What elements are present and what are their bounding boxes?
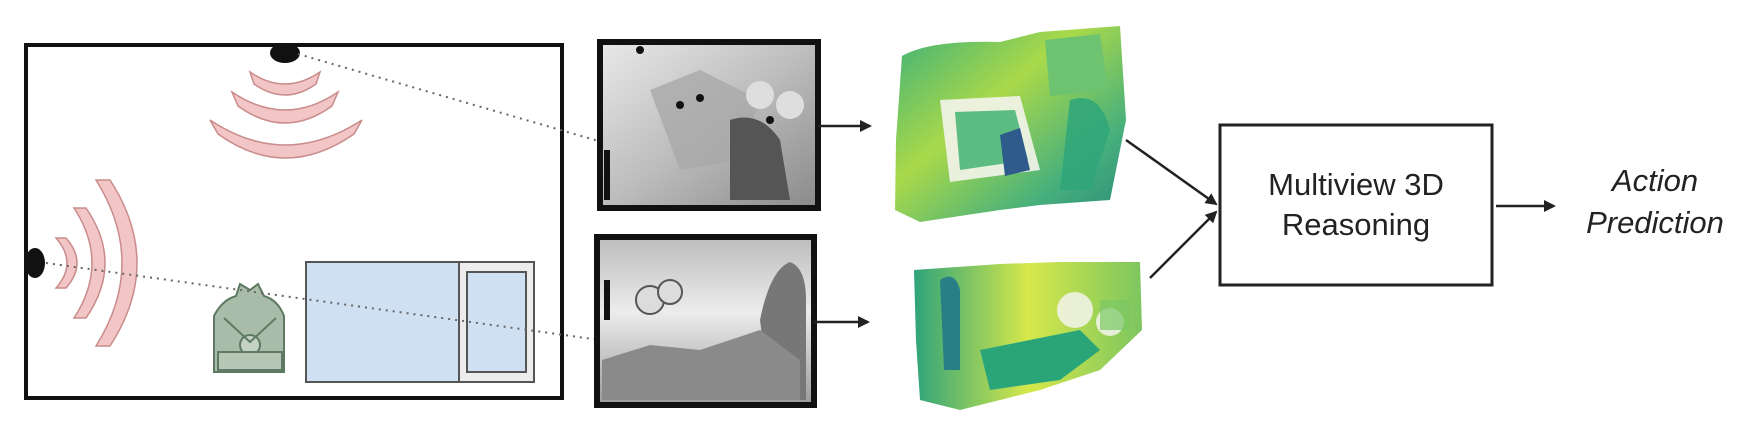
arrow-icon [1149, 210, 1218, 279]
multiview-reasoning-label: Multiview 3D Reasoning [1220, 125, 1492, 285]
bed [305, 261, 535, 383]
action-prediction-label: Action Prediction [1560, 160, 1748, 244]
output-label-line-2: Prediction [1586, 205, 1724, 240]
person-in-chair-icon [213, 282, 285, 373]
point-cloud-view-2 [914, 262, 1142, 410]
depth-sensor-icon [270, 43, 300, 63]
room-top-view [24, 43, 603, 400]
bed-pillow [466, 271, 527, 373]
signal-waves-icon [209, 70, 363, 159]
depth-sensor-icon [25, 248, 45, 278]
depth-image-view-2 [594, 234, 817, 408]
process-label-line-2: Reasoning [1281, 207, 1431, 242]
process-label-line-1: Multiview 3D [1268, 167, 1444, 202]
signal-waves-icon [54, 179, 138, 347]
multiview-reasoning-box [1218, 123, 1494, 287]
arrow-icon [1125, 138, 1218, 206]
point-cloud-view-1 [895, 26, 1126, 222]
depth-image-view-1 [597, 39, 821, 211]
output-label-line-1: Action [1611, 163, 1699, 198]
